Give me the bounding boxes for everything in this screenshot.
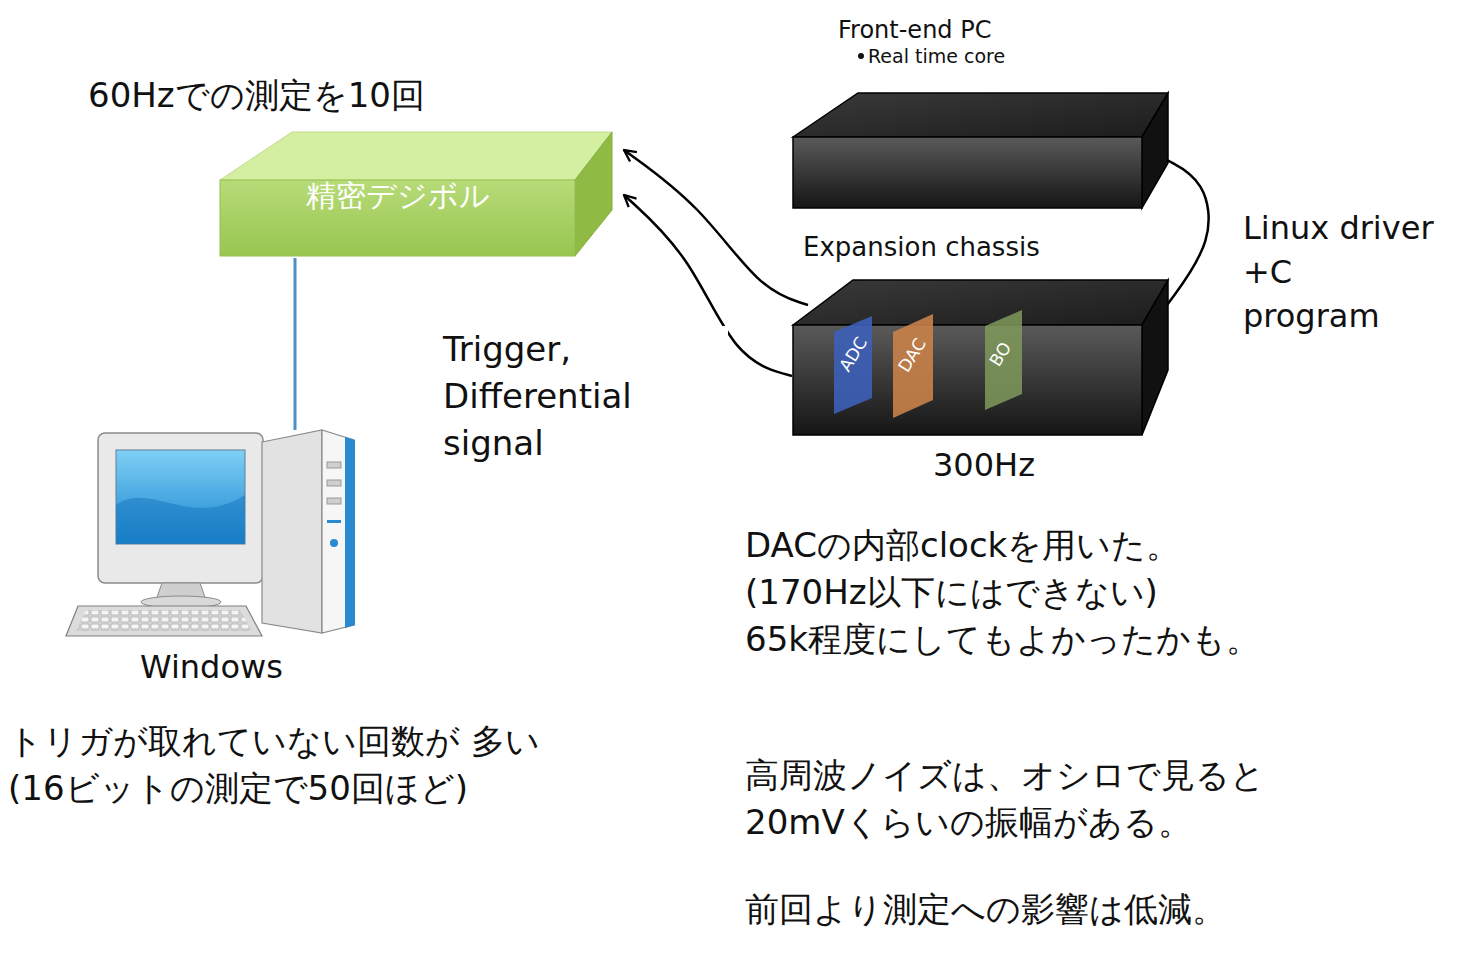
card-label: BO	[985, 338, 1015, 370]
board-card: ADC	[832, 314, 874, 416]
note-text: 高周波ノイズは、オシロで見ると 20mVくらいの振幅がある。	[745, 752, 1425, 846]
bo-card	[985, 310, 1022, 410]
note-text: 前回より測定への影響は低減。	[745, 886, 1226, 933]
voltmeter-box: 精密デジボル	[218, 128, 616, 258]
board-card: BO	[983, 310, 1023, 410]
signal-label: Trigger, Differential signal	[443, 326, 728, 467]
cable-line	[294, 258, 297, 430]
note-text: DACの内部clockを用いた。 (170Hz以下にはできない) 65k程度にし…	[745, 522, 1385, 663]
node-heading: 精密デジボル	[306, 178, 490, 214]
signal-connector	[624, 150, 808, 305]
adc-card	[834, 316, 872, 414]
pc-box: Front-end PCReal time core	[790, 12, 1175, 212]
note-text: 60Hzでの測定を10回	[88, 72, 425, 119]
card-label: ADC	[835, 333, 872, 375]
card-label: DAC	[894, 335, 930, 376]
node-subtext: Real time core	[868, 45, 1005, 68]
node-heading: Front-end PC	[838, 16, 991, 45]
computer-illustration	[66, 430, 355, 636]
chassis-box: ADC DAC BO Expansion chassis 300Hz	[790, 228, 1175, 493]
front-end-pc-box	[793, 93, 1168, 208]
node-heading: Windows	[140, 648, 283, 686]
software-label: Linux driver +C program	[1243, 206, 1438, 338]
signal-connector	[1167, 160, 1209, 305]
bullet-dot	[858, 53, 864, 59]
expansion-chassis-box	[793, 280, 1168, 435]
dac-card	[893, 314, 933, 418]
computer-box: Windows	[62, 428, 360, 696]
note-text: トリガが取れていない回数が 多い(16ビットの測定で50回ほど)	[8, 718, 698, 812]
voltmeter-box	[220, 132, 612, 256]
node-heading: Expansion chassis	[803, 232, 1040, 263]
board-card: DAC	[891, 314, 933, 418]
node-subtext: 300Hz	[933, 446, 1035, 484]
